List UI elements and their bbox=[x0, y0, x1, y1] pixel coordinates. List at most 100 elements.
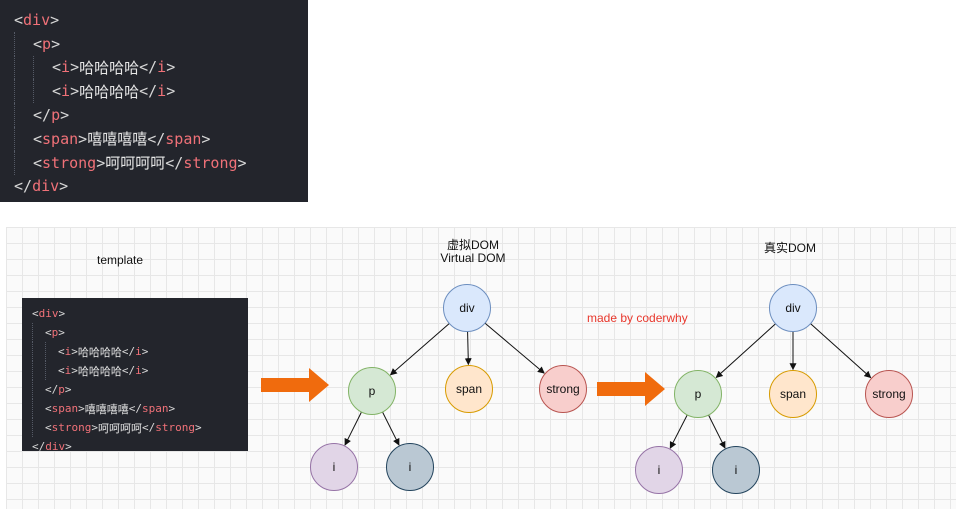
code-token-punc: > bbox=[70, 58, 80, 77]
code-token-txt: 嘻嘻嘻嘻 bbox=[84, 402, 129, 416]
code-token-tag: strong bbox=[42, 153, 97, 172]
code-token-punc: > bbox=[65, 440, 72, 453]
code-token-punc: </ bbox=[121, 364, 136, 377]
code-token-punc: </ bbox=[33, 106, 52, 125]
code-token-tag: i bbox=[64, 364, 72, 377]
code-token-tag: span bbox=[165, 129, 202, 148]
code-token-punc: > bbox=[78, 402, 85, 415]
code-token-txt: 呵呵呵呵 bbox=[105, 154, 166, 173]
node-label: span bbox=[780, 387, 806, 401]
virtual-node-i1: i bbox=[310, 443, 358, 491]
code-token-punc: > bbox=[59, 177, 69, 196]
code-token-punc: > bbox=[58, 307, 66, 320]
code-token-txt: 哈哈哈哈 bbox=[79, 82, 140, 101]
code-token-punc: < bbox=[45, 421, 52, 434]
virtual-node-i2: i bbox=[386, 443, 434, 491]
code-template-line: <i>哈哈哈哈</i> bbox=[32, 342, 248, 361]
code-token-punc: </ bbox=[142, 421, 156, 434]
code-token-punc: > bbox=[91, 421, 98, 434]
virtual-edge-div-span bbox=[464, 331, 472, 366]
virtual-node-strong: strong bbox=[539, 365, 587, 413]
code-token-punc: < bbox=[14, 10, 24, 29]
code-token-punc: < bbox=[45, 402, 52, 415]
code-snippet-template: <div><p><i>哈哈哈哈</i><i>哈哈哈哈</i></p><span>… bbox=[22, 298, 248, 453]
indent-guide bbox=[32, 342, 45, 361]
real-node-p: p bbox=[674, 370, 722, 418]
code-template-line: </p> bbox=[32, 380, 248, 399]
code-top-line: </p> bbox=[14, 103, 308, 127]
code-token-punc: > bbox=[51, 34, 61, 53]
real-node-i1: i bbox=[635, 446, 683, 494]
node-circle bbox=[769, 370, 817, 418]
code-top-line: <i>哈哈哈哈</i> bbox=[14, 55, 308, 80]
code-token-tag: p bbox=[42, 34, 52, 53]
code-token-tag: i bbox=[64, 345, 72, 358]
code-token-punc: > bbox=[60, 106, 70, 125]
indent-guide bbox=[32, 323, 45, 342]
node-circle bbox=[712, 446, 760, 494]
code-token-punc: </ bbox=[128, 402, 142, 415]
code-token-punc: > bbox=[50, 10, 60, 29]
code-top-line: <i>哈哈哈哈</i> bbox=[14, 79, 308, 104]
node-circle bbox=[674, 370, 722, 418]
code-top-line: </div> bbox=[14, 175, 308, 199]
code-top-line: <span>嘻嘻嘻嘻</span> bbox=[14, 126, 308, 151]
code-token-punc: < bbox=[52, 58, 62, 77]
real-node-span: span bbox=[769, 370, 817, 418]
code-token-punc: </ bbox=[14, 177, 33, 196]
code-token-punc: > bbox=[70, 82, 80, 101]
code-token-tag: p bbox=[58, 383, 65, 396]
node-label: div bbox=[785, 301, 800, 315]
real-node-div: div bbox=[769, 284, 817, 332]
code-token-tag: div bbox=[32, 177, 60, 196]
virtual-node-span: span bbox=[445, 365, 493, 413]
code-token-punc: < bbox=[33, 34, 43, 53]
code-token-tag: div bbox=[23, 10, 51, 29]
code-token-punc: > bbox=[195, 421, 202, 434]
node-circle bbox=[635, 446, 683, 494]
node-label: i bbox=[409, 460, 412, 474]
code-token-txt: 呵呵呵呵 bbox=[98, 421, 142, 435]
watermark-text: made by coderwhy bbox=[587, 311, 688, 325]
virtual-dom-label-en: Virtual DOM bbox=[440, 251, 506, 265]
indent-guide bbox=[14, 79, 33, 104]
node-label: strong bbox=[546, 382, 579, 396]
code-token-tag: i bbox=[135, 364, 142, 377]
code-token-txt: 哈哈哈哈 bbox=[77, 345, 122, 359]
code-token-punc: > bbox=[237, 153, 247, 172]
code-token-tag: div bbox=[45, 440, 66, 453]
indent-guide bbox=[33, 79, 52, 104]
code-token-tag: i bbox=[135, 345, 142, 358]
code-token-punc: </ bbox=[121, 345, 136, 358]
virtual-edge-p-i1 bbox=[344, 411, 362, 446]
indent-guide bbox=[14, 55, 33, 80]
indent-guide bbox=[32, 399, 45, 418]
code-token-punc: </ bbox=[139, 58, 158, 77]
code-template-line: <i>哈哈哈哈</i> bbox=[32, 361, 248, 380]
indent-guide bbox=[32, 380, 45, 399]
code-token-punc: < bbox=[58, 345, 65, 358]
virtual-edge-div-strong bbox=[484, 322, 545, 374]
real-edge-div-strong bbox=[810, 323, 872, 379]
real-edge-div-p bbox=[715, 323, 776, 379]
code-template-line: <span>嘻嘻嘻嘻</span> bbox=[32, 399, 248, 418]
real-node-strong: strong bbox=[865, 370, 913, 418]
code-token-punc: > bbox=[141, 364, 149, 377]
code-token-punc: > bbox=[166, 82, 176, 101]
code-token-tag: span bbox=[142, 402, 169, 415]
virtual-edge-div-p bbox=[389, 323, 450, 376]
code-token-txt: 哈哈哈哈 bbox=[77, 364, 122, 378]
code-token-tag: span bbox=[42, 129, 79, 148]
code-token-tag: strong bbox=[183, 153, 238, 172]
node-label: i bbox=[658, 463, 661, 477]
code-token-txt: 嘻嘻嘻嘻 bbox=[87, 130, 148, 149]
code-template-line: <p> bbox=[32, 323, 248, 342]
code-top-line: <div> bbox=[14, 8, 308, 32]
code-token-tag: p bbox=[51, 106, 61, 125]
code-template-line: </div> bbox=[32, 437, 248, 456]
code-token-tag: i bbox=[61, 82, 71, 101]
code-token-punc: > bbox=[64, 383, 72, 396]
code-token-punc: < bbox=[45, 326, 52, 339]
node-circle bbox=[865, 370, 913, 418]
code-snippet-top: <div><p><i>哈哈哈哈</i><i>哈哈哈哈</i></p><span>… bbox=[0, 0, 308, 202]
